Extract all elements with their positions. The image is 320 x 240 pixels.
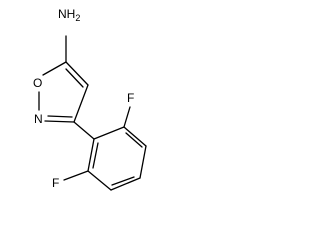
- bond-ph-double-a: [125, 132, 143, 148]
- bond-n2-c3-double: [47, 115, 73, 118]
- molecule-structure: NH2 O N F F: [33, 7, 147, 191]
- bond-ph-3-4: [139, 145, 147, 179]
- bond-ph-1-2: [93, 126, 125, 140]
- bond-ph-double-b: [111, 176, 135, 186]
- label-nh2: NH2: [58, 7, 80, 23]
- atom-nh2: NH2: [58, 7, 80, 23]
- atom-oxygen: O: [33, 76, 42, 90]
- bond-c-f-upper: [123, 106, 131, 128]
- bond-ph-double-c: [92, 142, 99, 169]
- atom-fluorine-lower: F: [52, 176, 59, 190]
- bond-ph-6-1: [87, 138, 95, 172]
- bond-ph-2-3: [123, 126, 147, 147]
- atom-nh2-main: NH: [58, 7, 75, 21]
- bond-c4-c5-double: [65, 68, 84, 88]
- bond-n2-c3: [44, 120, 75, 123]
- bond-c-f-lower: [63, 170, 89, 181]
- bond-c4-c5: [65, 61, 89, 86]
- bond-c3-c4: [73, 84, 89, 123]
- atom-nh2-subscript: 2: [75, 13, 80, 23]
- bond-ph-5-6: [87, 170, 112, 191]
- bond-c3-phenyl: [73, 121, 95, 140]
- atom-nitrogen: N: [34, 112, 43, 126]
- atom-fluorine-upper: F: [127, 91, 134, 105]
- bond-ph-4-5: [110, 177, 141, 191]
- bond-c5-o1: [42, 61, 67, 76]
- phenyl-ring: [87, 126, 147, 191]
- isoxazole-ring: [38, 61, 89, 123]
